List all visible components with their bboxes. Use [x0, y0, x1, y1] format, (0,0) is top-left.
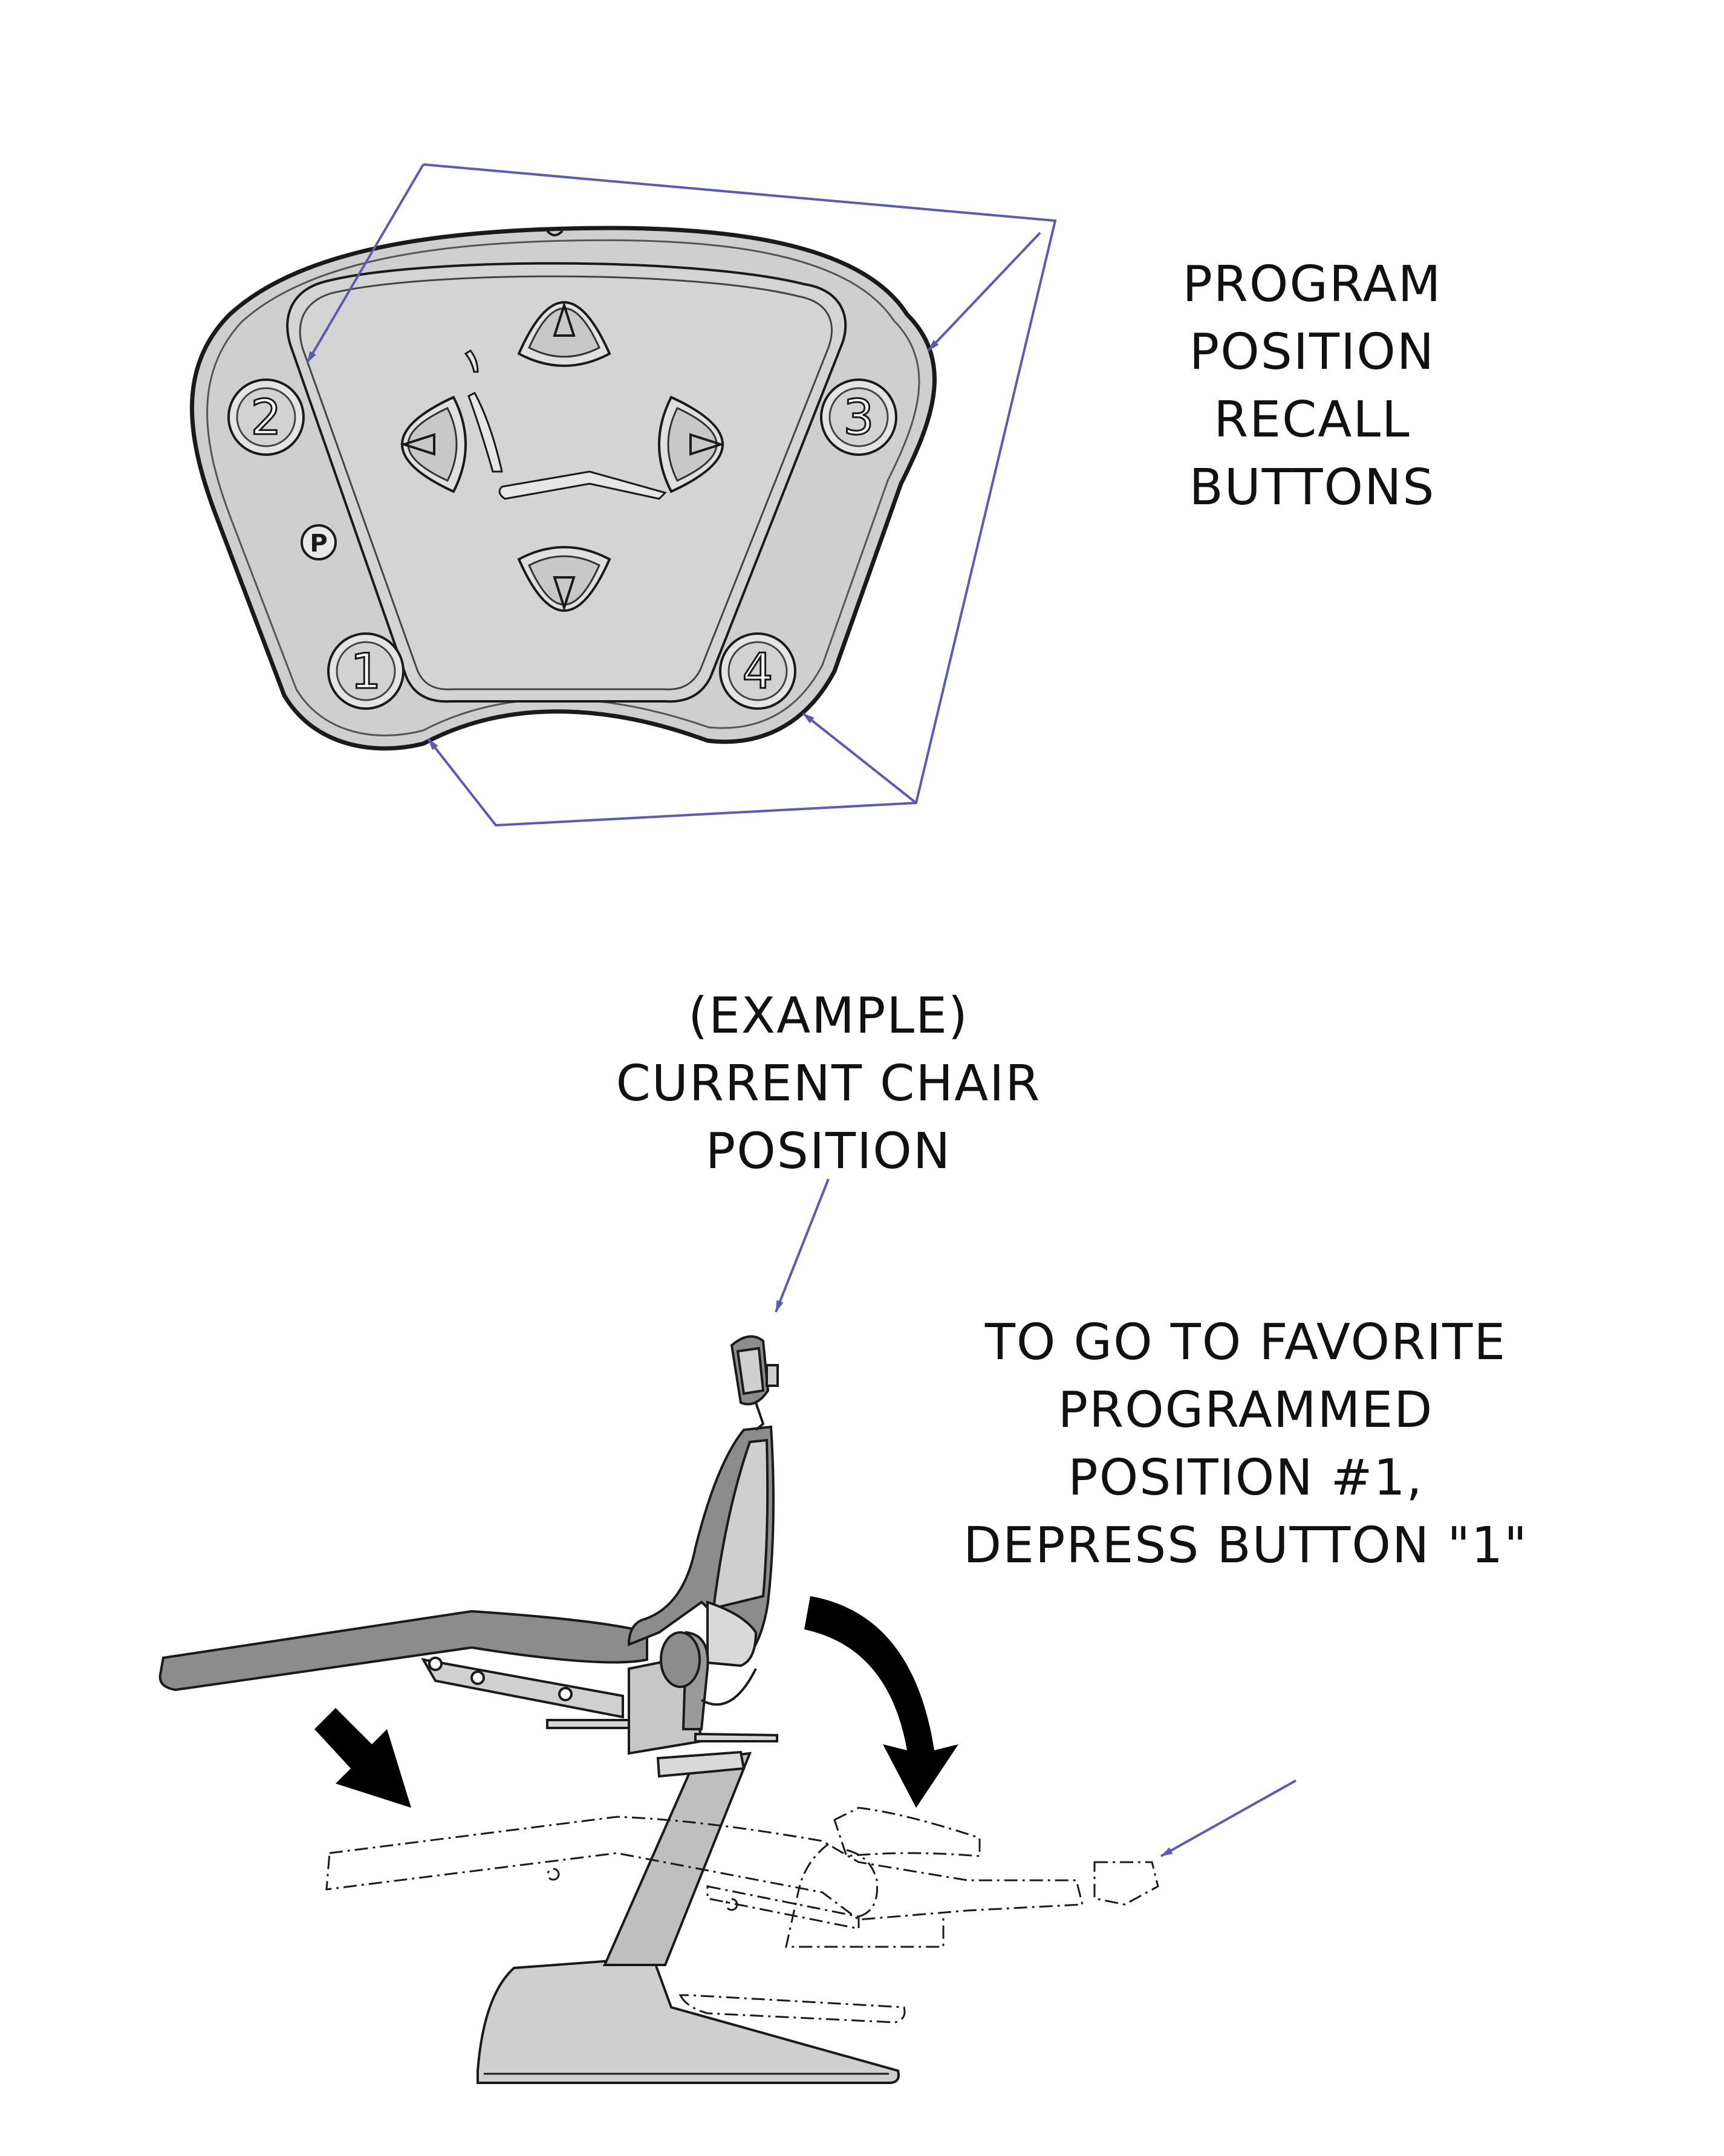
label-line: RECALL	[1214, 391, 1411, 449]
label-line: PROGRAMMED	[1058, 1382, 1434, 1439]
recall-button-2-label: 2	[251, 389, 282, 446]
chair-column	[602, 1752, 752, 1966]
down-arrow-icon	[553, 576, 576, 612]
seat-down-arrow-icon	[314, 1708, 411, 1808]
motion-arrows	[314, 1596, 958, 1808]
chair-seat	[158, 1609, 648, 1692]
chair-base	[477, 1956, 900, 2084]
label-line: PROGRAM	[1182, 256, 1442, 313]
label-line: CURRENT CHAIR	[616, 1055, 1041, 1112]
label-line: BUTTONS	[1189, 459, 1436, 516]
label-line: POSITION	[705, 1123, 952, 1180]
dental-chair-current	[158, 1335, 900, 2084]
backrest-recline-arrow-icon	[804, 1596, 958, 1808]
left-arrow-icon	[400, 433, 435, 456]
recall-button-1-label: 1	[351, 643, 382, 700]
pad-center-panel-inner	[299, 275, 833, 690]
right-arrow-icon	[689, 433, 725, 456]
pad-top-notch	[546, 230, 564, 236]
chair-symbol-icon	[464, 349, 667, 500]
chair-column-cover	[656, 1750, 746, 1778]
recall-button-4-label: 4	[743, 643, 773, 700]
up-key[interactable]	[517, 301, 611, 367]
current-position-label: (EXAMPLE) CURRENT CHAIR POSITION	[581, 982, 1076, 1186]
programmed-headrest	[1093, 1861, 1159, 1906]
label-line: TO GO TO FAVORITE	[984, 1314, 1507, 1371]
program-button[interactable]: P	[301, 524, 337, 560]
favorite-position-label: TO GO TO FAVORITE PROGRAMMED POSITION #1…	[943, 1309, 1548, 1580]
programmed-seat	[325, 1816, 1084, 1921]
dental-chair-programmed	[325, 1807, 1159, 2024]
recall-button-3-label: 3	[844, 389, 874, 446]
recall-button-4[interactable]: 4	[719, 632, 796, 710]
program-recall-label: PROGRAM POSITION RECALL BUTTONS	[1101, 251, 1524, 522]
down-key[interactable]	[517, 546, 611, 612]
recall-button-3[interactable]: 3	[820, 378, 897, 456]
label-line: (EXAMPLE)	[688, 987, 969, 1045]
recall-button-1[interactable]: 1	[327, 632, 405, 710]
label-line: DEPRESS BUTTON "1"	[963, 1517, 1528, 1574]
recall-buttons-callout	[306, 163, 1057, 827]
right-key[interactable]	[658, 395, 725, 493]
label-line: POSITION	[1189, 323, 1436, 381]
programmed-position-pointer	[1160, 1779, 1296, 1857]
label-line: POSITION #1,	[1068, 1449, 1423, 1507]
recall-button-2[interactable]: 2	[227, 378, 305, 456]
foot-control-pad: 2 3 1 4 P	[190, 226, 937, 751]
left-key[interactable]	[400, 395, 467, 493]
programmed-backrest	[833, 1807, 981, 1857]
up-arrow-icon	[553, 301, 576, 337]
current-position-pointer	[775, 1178, 830, 1313]
program-button-label: P	[310, 530, 327, 557]
